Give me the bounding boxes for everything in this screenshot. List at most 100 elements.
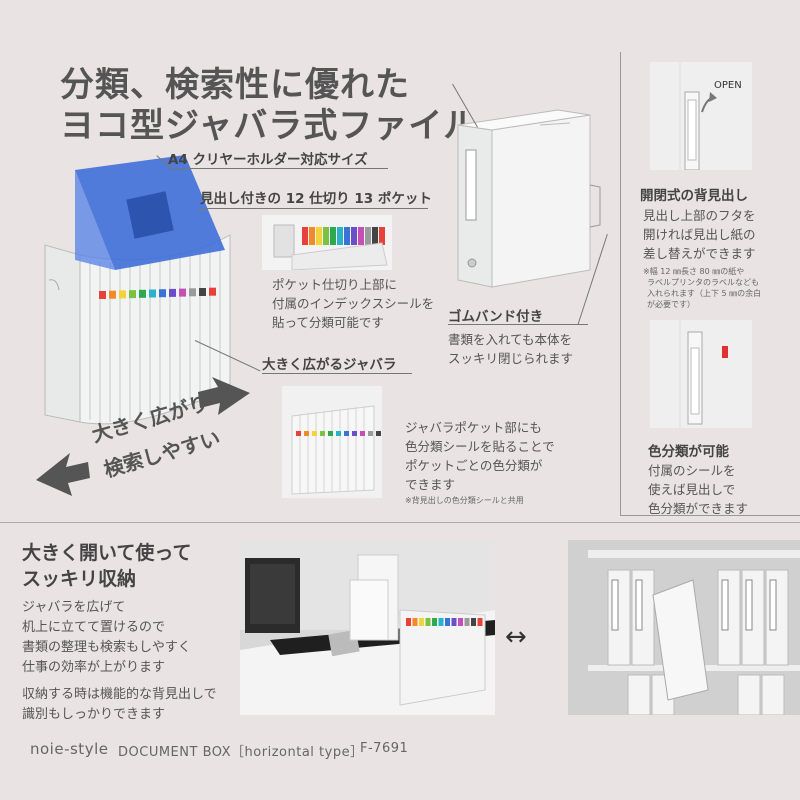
index-tab [337, 227, 343, 245]
spine-note-1: ※幅 12 ㎜長さ 80 ㎜の紙や [643, 267, 745, 276]
bellows-note: ※背見出しの色分類シールと共用 [405, 496, 524, 505]
index-tab [304, 431, 309, 436]
open-label: OPEN [714, 80, 742, 91]
index-tab [159, 289, 166, 298]
footer-code: F-7691 [360, 741, 409, 756]
spine-desc-1: 見出し上部のフタを [643, 208, 756, 223]
footer-product: DOCUMENT BOX［horizontal type］ [118, 745, 364, 760]
index-tab [344, 431, 349, 436]
index-tab [309, 227, 315, 245]
closed-box-illustration [457, 109, 601, 288]
color-desc-3: 色分類ができます [648, 501, 749, 516]
index-tab [209, 287, 216, 296]
index-tab [368, 431, 373, 436]
desk-photo [240, 540, 495, 715]
index-tab [438, 618, 444, 626]
index-tab [471, 618, 476, 626]
index-tab [458, 618, 463, 626]
callout-a4-line [168, 168, 388, 169]
headline-line2: ヨコ型ジャバラ式ファイル [60, 106, 479, 146]
index-tab [316, 227, 322, 245]
index-tab [344, 227, 350, 245]
index-tab [129, 290, 136, 299]
callout-bellows-line [262, 373, 412, 374]
rubber-desc-1: 書類を入れても本体を [448, 332, 573, 347]
footer-brand: noie-style [30, 740, 109, 758]
index-tab [445, 618, 450, 626]
index-tab [312, 431, 317, 436]
spine-open-photo [650, 62, 752, 171]
index-tab [365, 227, 371, 245]
index-tab [477, 618, 483, 626]
index-tab [376, 431, 381, 436]
bellows-desc-2: 色分類シールを貼ることで [405, 439, 555, 454]
index-tab [432, 618, 437, 626]
bottom-head-1: 大きく開いて使って [22, 542, 192, 564]
index-tab [119, 290, 126, 299]
spine-desc-2: 開ければ見出し紙の [643, 227, 756, 242]
section-divider [0, 522, 800, 523]
color-desc-2: 使えば見出しで [648, 482, 736, 497]
index-tabs-row [99, 287, 216, 299]
index-tab [419, 618, 424, 626]
callout-pockets-line [198, 208, 428, 209]
bottom-head-2: スッキリ収納 [22, 568, 137, 590]
index-tab [199, 288, 206, 296]
index-tab [99, 291, 106, 299]
index-seal-photo [262, 215, 392, 271]
index-tab [358, 227, 364, 245]
double-arrow-icon [36, 377, 250, 496]
bottom-para2-2: 識別もしっかりできます [22, 707, 166, 722]
bottom-para1-3: 書類の整理も検索もしやすく [22, 640, 191, 655]
index-seal-desc-2: 付属のインデックスシールを [272, 296, 435, 311]
index-tab [328, 431, 333, 436]
color-title: 色分類が可能 [648, 444, 729, 460]
rubber-desc-2: スッキリ閉じられます [448, 351, 574, 366]
rubber-line [448, 324, 588, 325]
index-tab [330, 227, 336, 245]
index-tab [360, 431, 365, 436]
index-tab [352, 431, 357, 436]
index-tab [320, 431, 325, 436]
bottom-para1-1: ジャバラを広げて [22, 600, 126, 615]
index-tab [302, 227, 308, 245]
index-tab [189, 288, 196, 297]
right-panel [620, 52, 800, 516]
spine-title: 開閉式の背見出し [640, 188, 748, 204]
bottom-para1-4: 仕事の効率が上がります [22, 660, 166, 675]
index-tab [149, 289, 156, 298]
index-tab [336, 431, 341, 436]
index-tab [296, 431, 301, 436]
spine-note-3: 入れられます（上下 5 ㎜の余白 [647, 289, 762, 298]
headline-line1: 分類、検索性に優れた [60, 65, 410, 105]
rubber-title: ゴムバンド付き [448, 309, 544, 325]
color-desc-1: 付属のシールを [648, 463, 736, 478]
index-tab [425, 618, 431, 626]
callout-bellows-title: 大きく広がるジャバラ [262, 357, 397, 373]
index-tab [323, 227, 329, 245]
callout-pockets: 見出し付きの 12 仕切り 13 ポケット [200, 191, 432, 207]
bellows-photo [282, 386, 389, 498]
spine-note-2: ラベルプリンタのラベルなども [647, 278, 759, 287]
index-tab [412, 618, 418, 626]
index-tab [179, 288, 186, 297]
spine-note-4: が必要です） [647, 300, 695, 309]
index-tab [379, 227, 385, 245]
bellows-desc-3: ポケットごとの色分類が [405, 458, 543, 473]
bottom-para2-1: 収納する時は機能的な背見出しで [22, 687, 217, 702]
index-tab [464, 618, 470, 626]
index-tab [351, 227, 357, 245]
bellows-desc-4: できます [405, 477, 456, 492]
index-tab [109, 290, 116, 299]
index-tab [451, 618, 457, 626]
shelf-photo [568, 540, 800, 715]
index-tab [169, 288, 176, 297]
spine-color-photo [650, 320, 752, 428]
bottom-para1-2: 机上に立てて置けるので [22, 620, 166, 635]
index-seal-desc-1: ポケット仕切り上部に [272, 277, 398, 292]
bellows-desc-1: ジャバラポケット部にも [405, 420, 542, 435]
spine-desc-3: 差し替えができます [643, 246, 756, 261]
index-tab [406, 618, 411, 626]
left-right-arrow-icon: ↔ [505, 622, 527, 652]
index-seal-desc-3: 貼って分類可能です [272, 315, 384, 330]
